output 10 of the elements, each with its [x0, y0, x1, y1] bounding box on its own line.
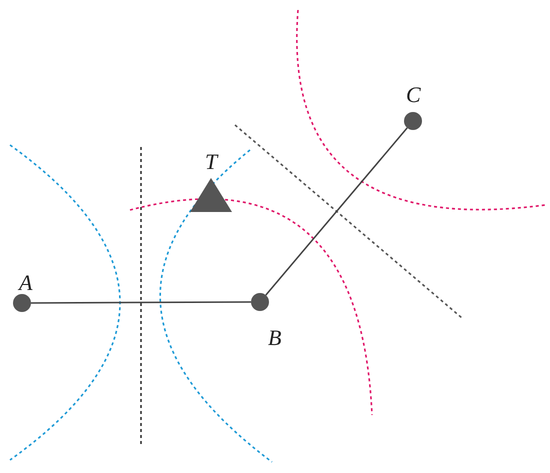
connector-line [31, 301, 251, 304]
point-marker [13, 294, 31, 312]
connector-line [265, 127, 408, 296]
point-marker [404, 112, 422, 130]
point-marker [251, 293, 269, 311]
point-label: B [268, 327, 282, 349]
point-label: T [205, 151, 218, 173]
point-label: A [19, 272, 32, 294]
point-label: C [406, 84, 421, 106]
triangle-marker [190, 178, 232, 212]
